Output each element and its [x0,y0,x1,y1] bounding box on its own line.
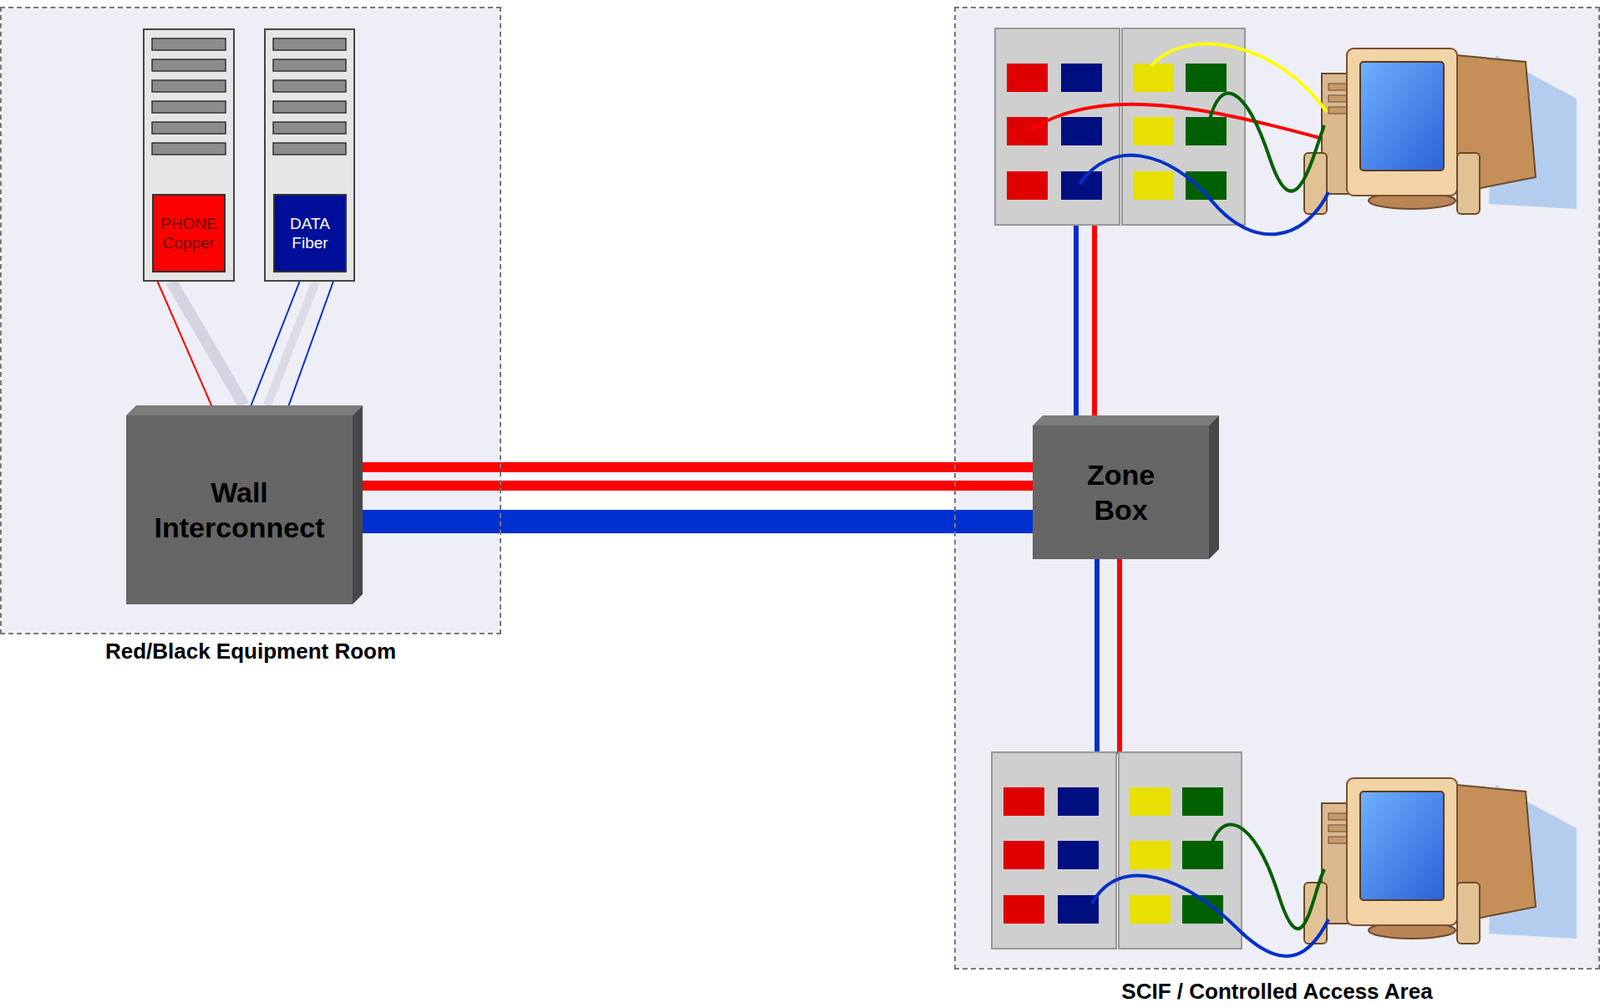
rack-shelf [152,59,226,72]
rack-shelf [273,101,346,113]
rack-shelf [273,121,346,134]
rack-shelf [152,80,226,92]
outlet-panel-bottom [991,751,1242,949]
cable [362,509,1033,534]
rack-shelf [152,38,226,51]
rack-label: DATA Fiber [273,193,347,273]
region-label: SCIF / Controlled Access Area [955,979,1599,1003]
data-riser [1094,558,1100,754]
box-label-text: Zone Box [1062,457,1180,528]
cable [286,281,333,411]
box-top [126,405,363,416]
box-label-text: Wall Interconnect [139,474,341,545]
box-front [126,415,353,605]
cable [248,281,300,411]
data-riser [1073,224,1079,416]
rack-shelf [273,59,346,72]
rack-shelf [152,142,226,155]
interconnect-box: Zone Box [1032,415,1220,559]
computer-top [1304,48,1577,214]
pale-cable [171,281,244,406]
area-region: Red/Black Equipment RoomPHONE CopperDATA… [1,8,500,633]
rack-label: PHONE Copper [152,193,226,273]
rack-shelf [273,38,346,51]
box-label: Wall Interconnect [126,415,353,605]
box-top [1032,415,1220,426]
box-front [1032,425,1209,559]
rack-shelf [152,121,226,134]
box-side [352,405,363,605]
scif-ground [955,8,1600,968]
rack-shelf [273,80,346,92]
phone-riser [1092,224,1098,416]
equipment-rack: PHONE Copper [142,28,235,282]
phone-riser [1117,558,1123,754]
equipment-rack: DATA Fiber [264,28,356,282]
rack-shelf [273,142,346,155]
region-label: Red/Black Equipment Room [1,639,500,663]
computer-bottom [1304,777,1577,944]
patch-cords [1031,44,1329,956]
interconnect-box: Wall Interconnect [126,405,363,605]
cable [157,281,214,411]
box-side [1208,415,1220,559]
area-region: SCIF / Controlled Access AreaZone Box [955,8,1599,968]
room-ground [1,8,500,633]
box-label: Zone Box [1032,425,1209,559]
rack-shelf [152,101,226,113]
cable [362,480,1033,491]
cable [362,462,1033,473]
